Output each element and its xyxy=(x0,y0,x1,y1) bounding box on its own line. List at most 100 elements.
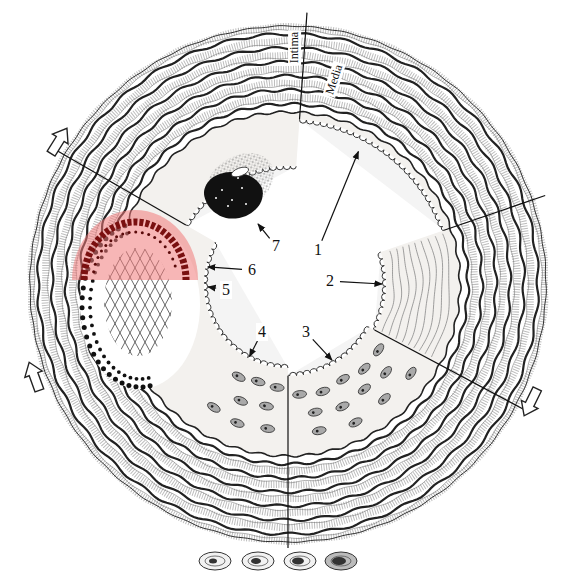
cell-nucleus xyxy=(332,557,346,565)
foam-cell-nucleus xyxy=(339,378,343,382)
foam-cell-nucleus xyxy=(361,368,365,372)
endothelium xyxy=(186,119,444,376)
crystal-line xyxy=(240,240,310,370)
lipid-droplet xyxy=(141,377,145,381)
callout-number: 6 xyxy=(246,261,258,279)
progression-arrow xyxy=(43,123,74,158)
lipid-droplet xyxy=(84,335,89,340)
cap-cell xyxy=(174,264,177,267)
foam-cell-nucleus xyxy=(339,405,343,409)
foam-cell xyxy=(308,407,323,417)
foam-cell xyxy=(379,365,394,380)
cap-cell xyxy=(147,233,150,236)
cap-cell xyxy=(141,231,144,234)
foam-cell-body xyxy=(357,361,372,376)
foam-cell-body xyxy=(312,426,327,436)
leader-arrow xyxy=(208,287,216,288)
crystal-line xyxy=(0,240,30,370)
lipid-droplet xyxy=(129,376,133,380)
lipid-droplet xyxy=(89,288,93,292)
cap-cell xyxy=(153,236,156,239)
cell-body xyxy=(199,552,231,570)
cap-cell xyxy=(171,257,174,260)
cap-cell xyxy=(159,240,162,243)
endothelial-cells xyxy=(299,119,444,230)
lipid-droplet xyxy=(102,354,106,358)
lipid-droplet xyxy=(90,323,94,327)
fibrous-cap xyxy=(84,222,186,280)
crystal-line xyxy=(220,240,290,370)
cell-inner xyxy=(248,556,268,566)
fibrous-tissue xyxy=(431,234,449,357)
thrombus-core xyxy=(204,172,263,219)
fibrous-tissue xyxy=(389,249,402,336)
foam-cell xyxy=(315,386,331,398)
crystal-line xyxy=(250,240,320,370)
foam-cell-nucleus xyxy=(274,386,277,389)
foam-cell xyxy=(233,395,249,407)
foam-cell-body xyxy=(206,401,222,415)
foam-cell xyxy=(357,382,373,396)
foam-cell-body xyxy=(308,407,323,417)
intima-layer xyxy=(139,112,300,225)
foam-cell-nucleus xyxy=(312,411,315,414)
foam-cell-nucleus xyxy=(264,427,267,430)
lipid-droplet xyxy=(80,315,85,320)
foam-cell-nucleus xyxy=(255,379,258,382)
foam-cell-body xyxy=(230,417,246,429)
foam-cells xyxy=(206,342,418,436)
cell-body xyxy=(284,552,316,570)
lipid-droplet xyxy=(98,348,102,352)
lipid-droplet xyxy=(133,384,138,389)
foam-cell-nucleus xyxy=(234,421,238,425)
fibrous-tissue xyxy=(408,243,423,345)
cap-cell xyxy=(96,256,99,259)
crystal-line xyxy=(0,240,50,370)
endothelial-cells xyxy=(374,252,386,330)
cell-inner xyxy=(331,556,351,566)
lipid-droplet xyxy=(91,352,96,357)
foam-cell-body xyxy=(292,390,307,399)
lipid-droplet xyxy=(92,332,96,336)
thrombus-halo xyxy=(196,141,284,222)
foam-cell xyxy=(335,400,351,413)
foam-cell xyxy=(292,390,307,399)
lipid-droplet xyxy=(147,376,151,380)
lipid-droplet xyxy=(117,370,121,374)
fibrous-tissue xyxy=(396,247,409,339)
sector-lines xyxy=(52,13,545,548)
foam-cell-body xyxy=(260,424,275,433)
lipid-droplet xyxy=(123,373,127,377)
lipid-droplet xyxy=(80,295,85,300)
cell-icon xyxy=(284,552,316,570)
cap-cell xyxy=(104,244,107,247)
foam-cell xyxy=(371,342,385,358)
leader-arrows xyxy=(208,152,382,361)
endothelial-cells xyxy=(186,166,296,225)
lipid-droplet xyxy=(135,377,139,381)
cap-cell xyxy=(92,270,95,273)
cap-cell xyxy=(168,251,171,254)
foam-cell-body xyxy=(377,391,393,406)
thrombus-speck xyxy=(231,199,233,201)
foam-cell xyxy=(230,417,246,429)
foam-cell xyxy=(404,365,418,381)
lipid-droplet xyxy=(141,384,146,389)
thrombus-cap xyxy=(230,165,250,179)
crystal-line xyxy=(0,240,60,370)
callout-number: 1 xyxy=(312,241,324,259)
cap-cell xyxy=(128,231,131,234)
lipid-droplet xyxy=(81,285,86,290)
progression-arrows xyxy=(21,123,546,419)
lipid-droplet xyxy=(107,372,112,377)
foam-cell-body xyxy=(404,365,418,381)
cap-cell xyxy=(164,245,167,248)
cell-inner xyxy=(290,556,310,566)
cell-inner xyxy=(205,556,225,566)
fibrous-tissue xyxy=(382,251,394,332)
lipid-droplet xyxy=(87,344,92,349)
fibrous-tissue xyxy=(419,239,436,351)
thrombus-speck xyxy=(245,203,247,205)
crystal-line xyxy=(210,240,280,370)
